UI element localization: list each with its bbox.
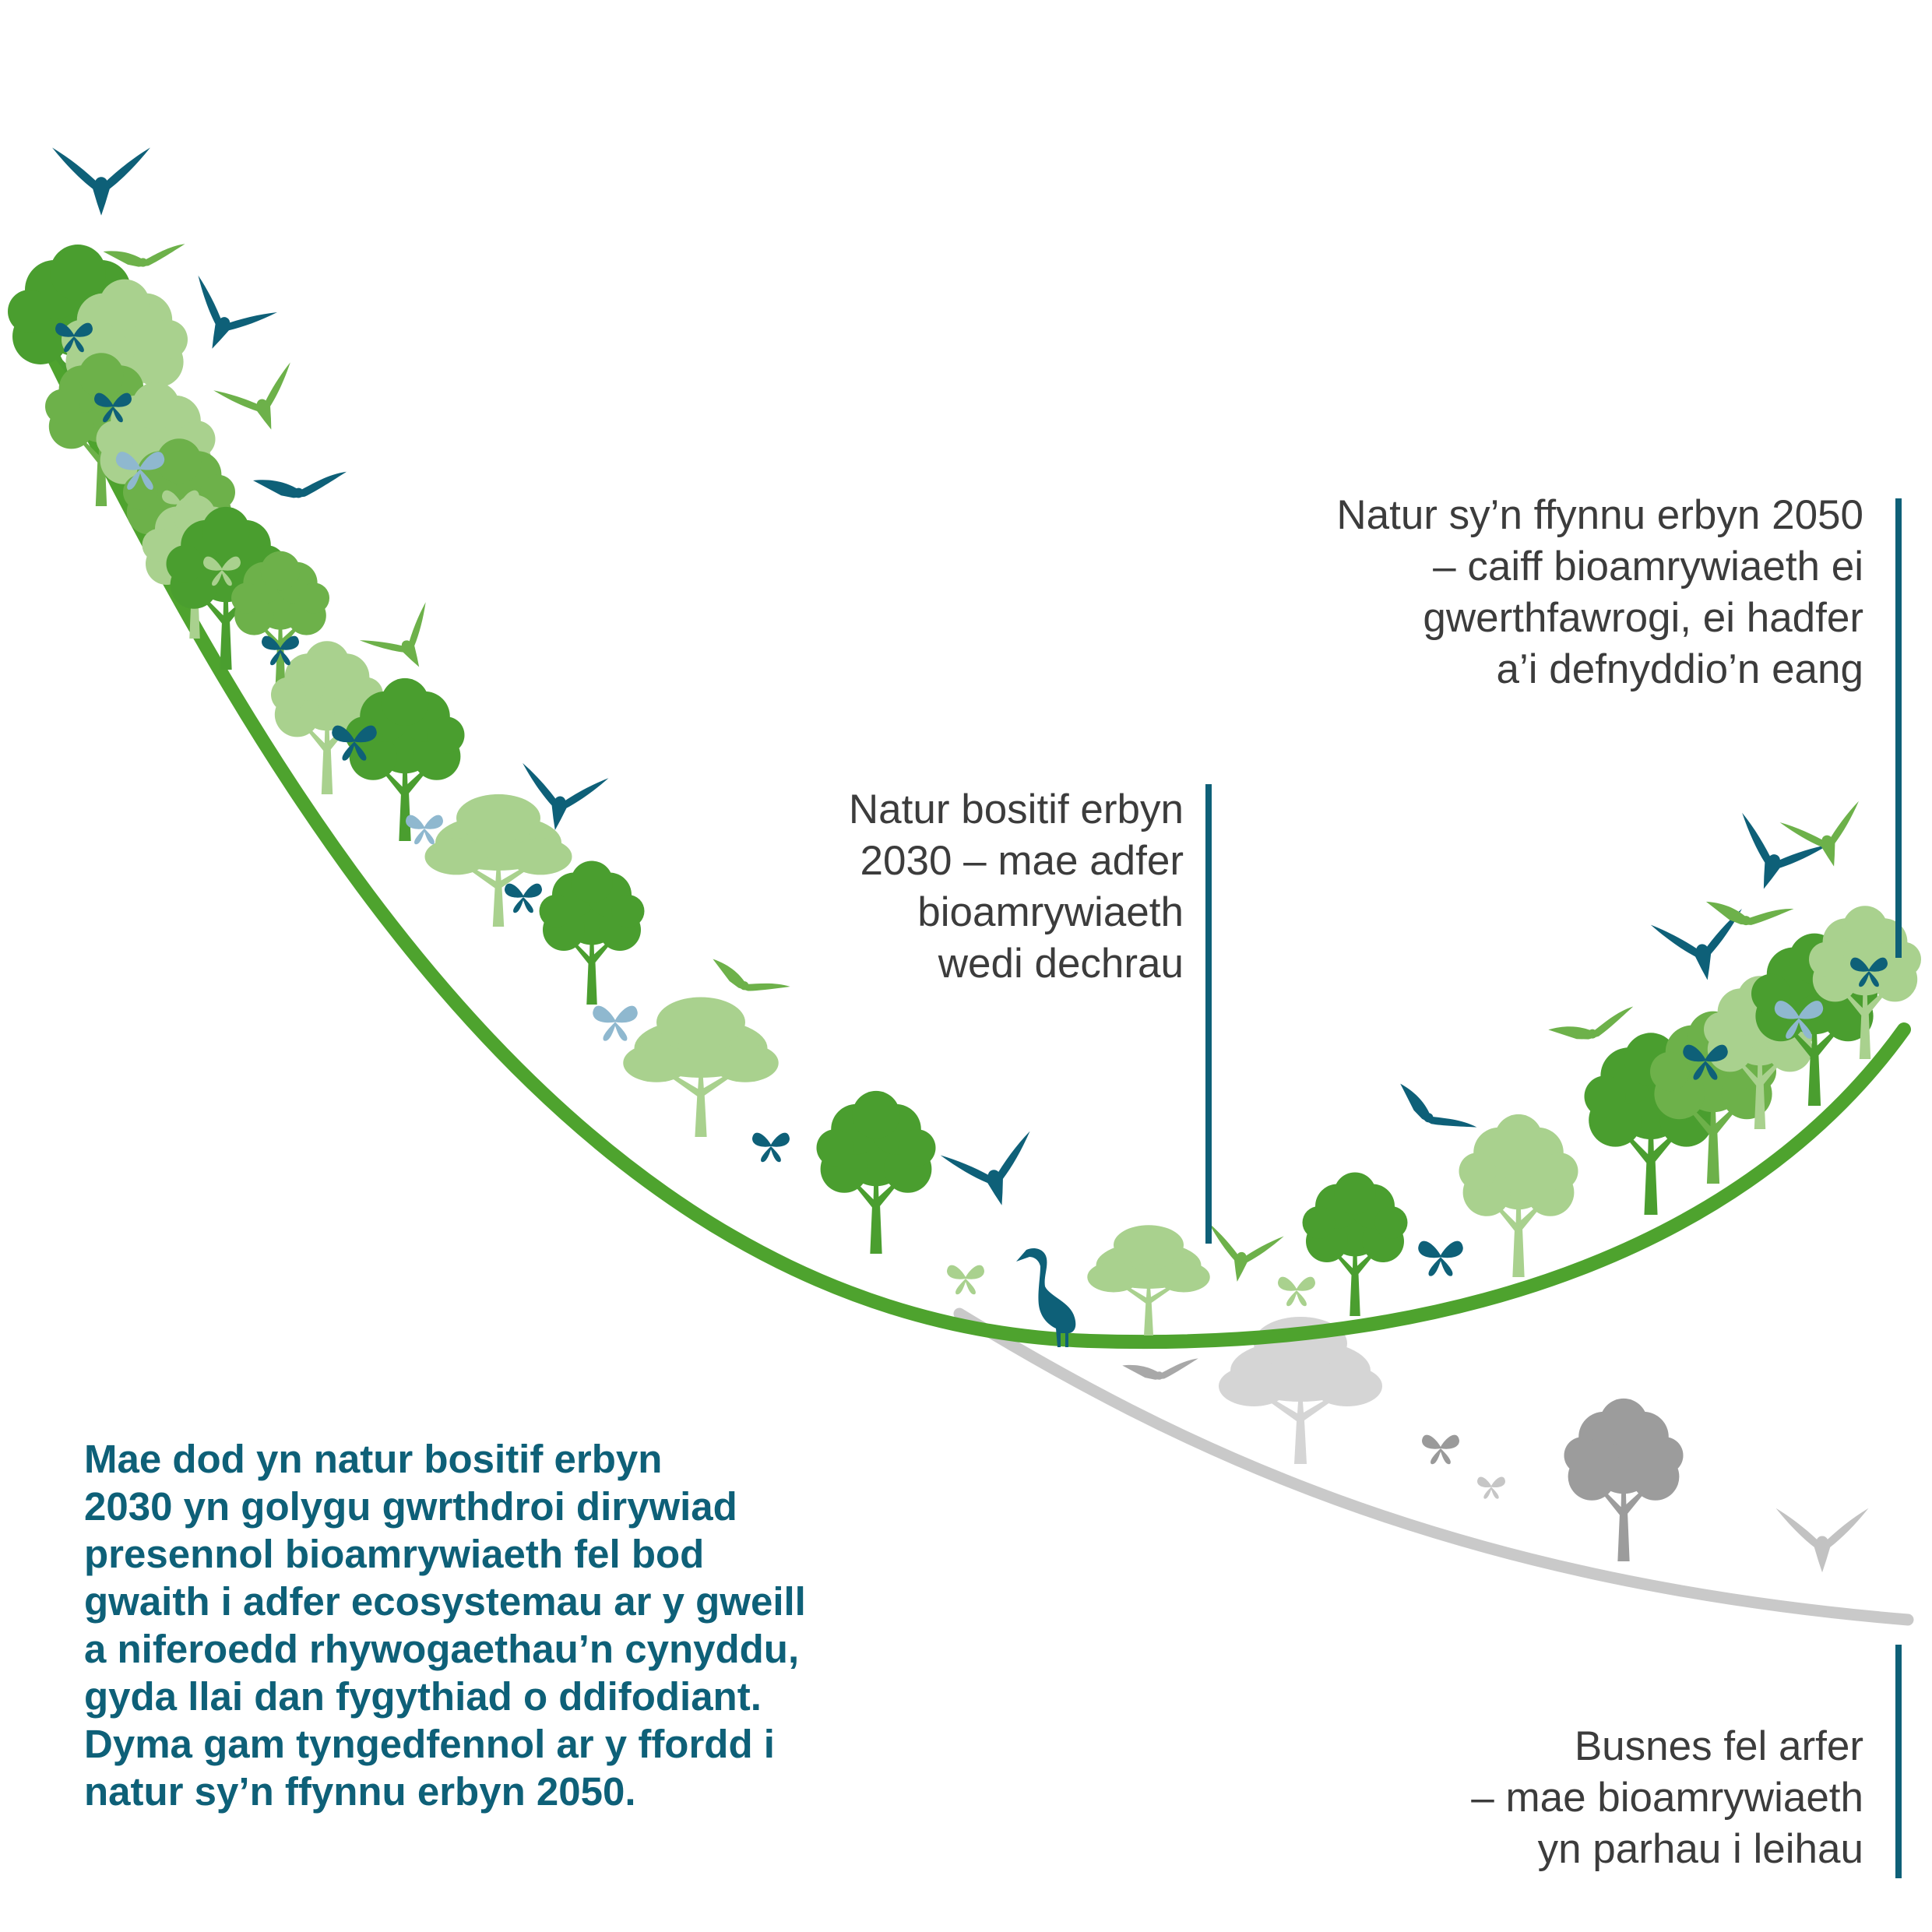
bird-icon [706, 952, 790, 1008]
label-nature-positive-2030: Natur bositif erbyn 2030 – mae adfer bio… [849, 784, 1184, 990]
butterfly-icon [1418, 1240, 1463, 1276]
explanation-line: a niferoedd rhywogaethau’n cynyddu, [84, 1627, 800, 1671]
marker-line-2030 [1205, 784, 1212, 1244]
bird-icon [1547, 1006, 1638, 1047]
bird-icon [359, 602, 452, 687]
label-line: wedi dechrau [938, 941, 1184, 987]
declining-wildlife [1122, 1317, 1869, 1573]
label-line: gwerthfawrogi, ei hadfer [1423, 595, 1863, 641]
butterfly-icon [593, 1005, 638, 1041]
bird-icon [1391, 1076, 1477, 1148]
explanation-line: Dyma gam tyngedfennol ar y ffordd i [84, 1722, 775, 1766]
tree-icon [539, 860, 645, 1005]
marker-line-2050 [1895, 498, 1902, 958]
label-line: – caiff bioamrywiaeth ei [1433, 544, 1863, 589]
explanation-line: Mae dod yn natur bositif erbyn [84, 1437, 663, 1481]
label-business-as-usual: Busnes fel arfer – mae bioamrywiaeth yn … [1471, 1721, 1863, 1875]
bird-icon [103, 244, 185, 267]
business-as-usual-curve [953, 1307, 1914, 1626]
butterfly-icon [1278, 1276, 1315, 1307]
label-line: Busnes fel arfer [1574, 1723, 1863, 1769]
explanation-paragraph: Mae dod yn natur bositif erbyn 2030 yn g… [84, 1435, 806, 1815]
bird-icon [213, 362, 310, 444]
explanation-line: presennol bioamrywiaeth fel bod [84, 1532, 705, 1576]
bird-icon [51, 147, 150, 216]
label-line: yn parhau i leihau [1537, 1826, 1863, 1872]
label-line: – mae bioamrywiaeth [1471, 1775, 1863, 1821]
tree-icon [1087, 1225, 1210, 1336]
butterfly-icon [1477, 1476, 1505, 1499]
heron-icon [1016, 1248, 1076, 1347]
bird-icon [1199, 1223, 1284, 1289]
tree-icon [1302, 1172, 1408, 1316]
butterfly-icon [1422, 1434, 1459, 1465]
butterfly-icon [947, 1265, 984, 1295]
tree-icon [1459, 1114, 1578, 1277]
nature-positive-curve [24, 304, 1911, 1350]
bird-icon [1719, 812, 1829, 905]
explanation-line: gwaith i adfer ecosystemau ar y gweill [84, 1579, 806, 1624]
butterfly-icon [752, 1132, 790, 1163]
label-line: Natur sy’n ffynnu erbyn 2050 [1336, 492, 1863, 538]
tree-icon [816, 1090, 936, 1254]
tree-icon [1564, 1398, 1684, 1561]
explanation-line: gyda llai dan fygythiad o ddifodiant. [84, 1674, 762, 1719]
bird-icon [1779, 801, 1874, 878]
explanation-line: 2030 yn golygu gwrthdroi dirywiad [84, 1484, 737, 1529]
label-line: a’i defnyddio’n eang [1496, 646, 1864, 692]
bird-icon [172, 275, 277, 368]
bird-icon [940, 1131, 1047, 1218]
bird-icon [1775, 1508, 1869, 1573]
explanation-line: natur sy’n ffynnu erbyn 2050. [84, 1769, 636, 1814]
label-line: Natur bositif erbyn [848, 787, 1184, 832]
butterfly-icon [505, 883, 542, 913]
bird-icon [253, 471, 347, 498]
label-nature-thriving-2050: Natur sy’n ffynnu erbyn 2050 – caiff bio… [1336, 490, 1863, 695]
bird-icon [1703, 893, 1794, 934]
bird-icon [1122, 1358, 1198, 1380]
label-line: bioamrywiaeth [917, 889, 1184, 935]
label-line: 2030 – mae adfer [860, 838, 1184, 884]
marker-line-business-as-usual [1895, 1645, 1902, 1878]
tree-icon [623, 997, 779, 1137]
